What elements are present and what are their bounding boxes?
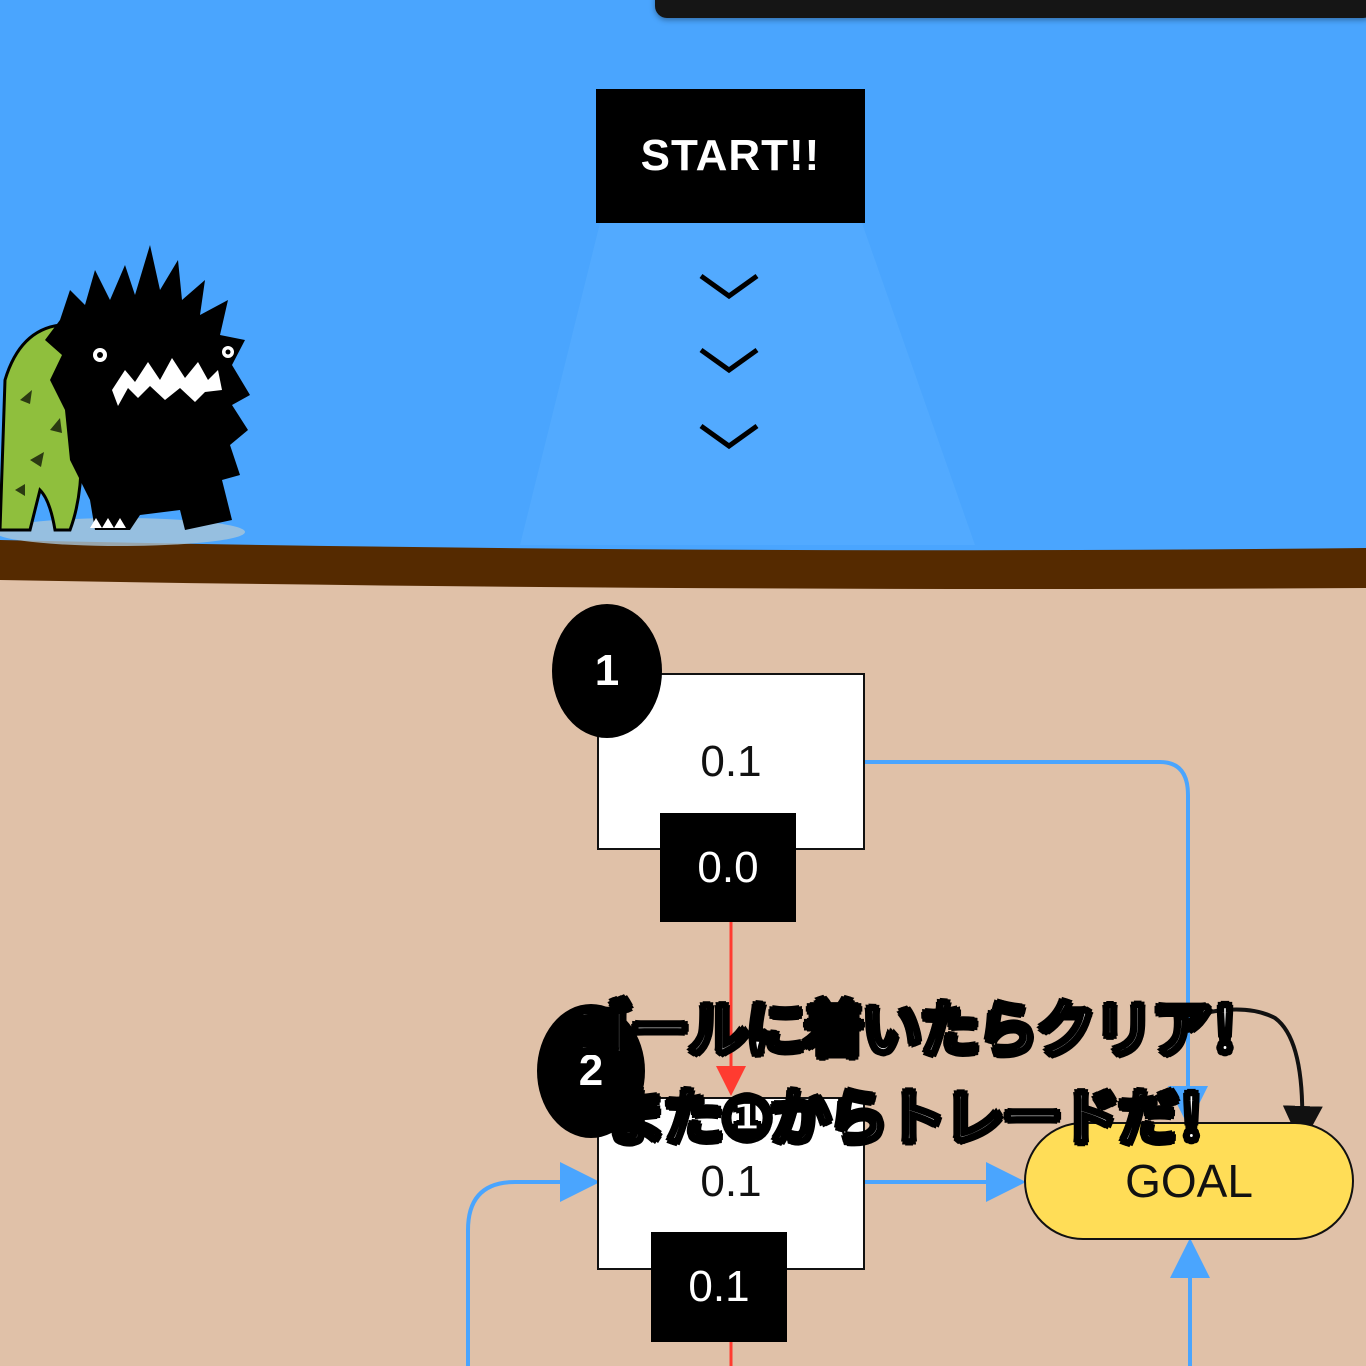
chevron-down-icon	[699, 273, 759, 300]
node-1-value: 0.1	[700, 737, 762, 786]
caption-line-1: ゴールに着いたらクリア！	[571, 995, 1272, 1068]
chevron-down-icon	[699, 423, 759, 450]
node-2-badge: 2	[537, 1004, 645, 1138]
goal-node: GOAL	[1024, 1122, 1354, 1240]
top-toolbar	[655, 0, 1366, 18]
node-1-tag: 0.0	[660, 813, 796, 922]
ground-line	[0, 540, 1366, 589]
chevron-down-icon	[699, 347, 759, 374]
monster-illustration	[0, 245, 250, 546]
node-2-value: 0.1	[700, 1157, 762, 1206]
caption-line-2: また①からトレードだ！	[604, 1083, 1238, 1156]
light-beam	[520, 223, 975, 545]
node-1-badge: 1	[552, 604, 662, 738]
start-button[interactable]: START!!	[596, 89, 865, 223]
node-2-tag: 0.1	[651, 1232, 787, 1342]
